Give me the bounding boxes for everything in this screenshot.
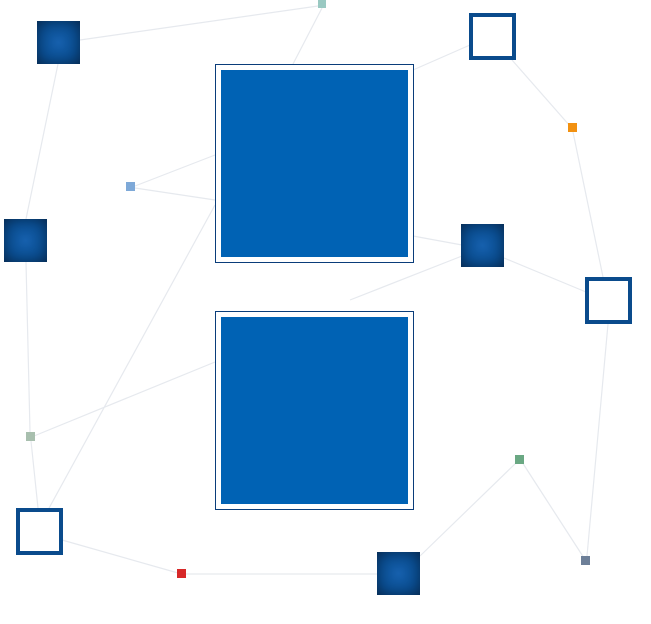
connection-line bbox=[79, 5, 319, 41]
connection-line bbox=[33, 361, 216, 437]
connection-line bbox=[511, 59, 571, 127]
dot-node[interactable] bbox=[126, 182, 135, 191]
connection-line bbox=[25, 63, 59, 220]
connection-line bbox=[25, 261, 31, 433]
dot-node[interactable] bbox=[177, 569, 186, 578]
outline-node[interactable] bbox=[16, 508, 63, 555]
solid-node[interactable] bbox=[37, 21, 80, 64]
connection-line bbox=[412, 235, 463, 246]
upper-panel-fill bbox=[221, 70, 408, 257]
dot-node[interactable] bbox=[515, 455, 524, 464]
connection-line bbox=[503, 257, 587, 293]
solid-node[interactable] bbox=[4, 219, 47, 262]
connection-line bbox=[134, 187, 216, 201]
solid-node[interactable] bbox=[377, 552, 420, 595]
connection-line bbox=[586, 323, 609, 557]
connection-line bbox=[61, 539, 179, 574]
connection-line bbox=[419, 461, 518, 557]
connection-line bbox=[30, 440, 39, 509]
dot-node[interactable] bbox=[581, 556, 590, 565]
connection-line bbox=[134, 154, 216, 187]
dot-node[interactable] bbox=[568, 123, 577, 132]
connection-line bbox=[572, 131, 604, 278]
connection-line bbox=[47, 204, 216, 511]
outline-node[interactable] bbox=[585, 277, 632, 324]
connection-line bbox=[349, 255, 463, 301]
connection-line bbox=[292, 7, 323, 65]
outline-node[interactable] bbox=[469, 13, 516, 60]
connection-line bbox=[412, 44, 471, 71]
lower-panel-fill bbox=[221, 317, 408, 504]
connection-line bbox=[521, 461, 585, 559]
lower-panel[interactable] bbox=[215, 311, 414, 510]
solid-node[interactable] bbox=[461, 224, 504, 267]
dot-node[interactable] bbox=[26, 432, 35, 441]
upper-panel[interactable] bbox=[215, 64, 414, 263]
dot-node[interactable] bbox=[318, 0, 326, 8]
